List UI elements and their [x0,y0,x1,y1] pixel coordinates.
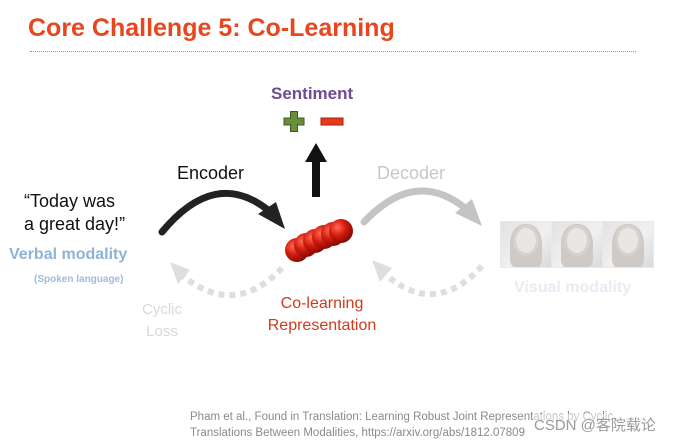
cyclic-loss-line2: Loss [132,321,192,343]
video-frame-3 [602,221,654,268]
co-learning-representation-icon [285,219,353,262]
co-learning-line2: Representation [250,315,394,337]
verbal-modality-label: Verbal modality [9,246,127,264]
encoder-arrow-icon [162,193,285,232]
encoder-label: Encoder [177,163,244,184]
verbal-quote: “Today was a great day!” [24,190,125,236]
cyclic-loss-arrow-left-icon [170,262,282,295]
cyclic-arrow-right-icon [372,260,482,294]
decoder-label: Decoder [377,163,445,184]
cyclic-loss-line1: Cyclic [132,299,192,321]
visual-modality-label: Visual modality [514,279,631,297]
spoken-language-label: (Spoken language) [34,274,123,285]
co-learning-line1: Co-learning [250,293,394,315]
verbal-quote-line1: “Today was [24,190,125,213]
cyclic-loss-label: Cyclic Loss [132,299,192,343]
watermark: CSDN @客院载论 [534,414,656,435]
minus-icon [321,118,343,125]
up-arrow-icon [305,143,327,197]
co-learning-label: Co-learning Representation [250,293,394,337]
plus-icon [284,112,304,132]
video-frame-2 [551,221,603,268]
video-frame-1 [500,221,552,268]
verbal-quote-line2: a great day!” [24,213,125,236]
decoder-arrow-icon [364,191,482,226]
